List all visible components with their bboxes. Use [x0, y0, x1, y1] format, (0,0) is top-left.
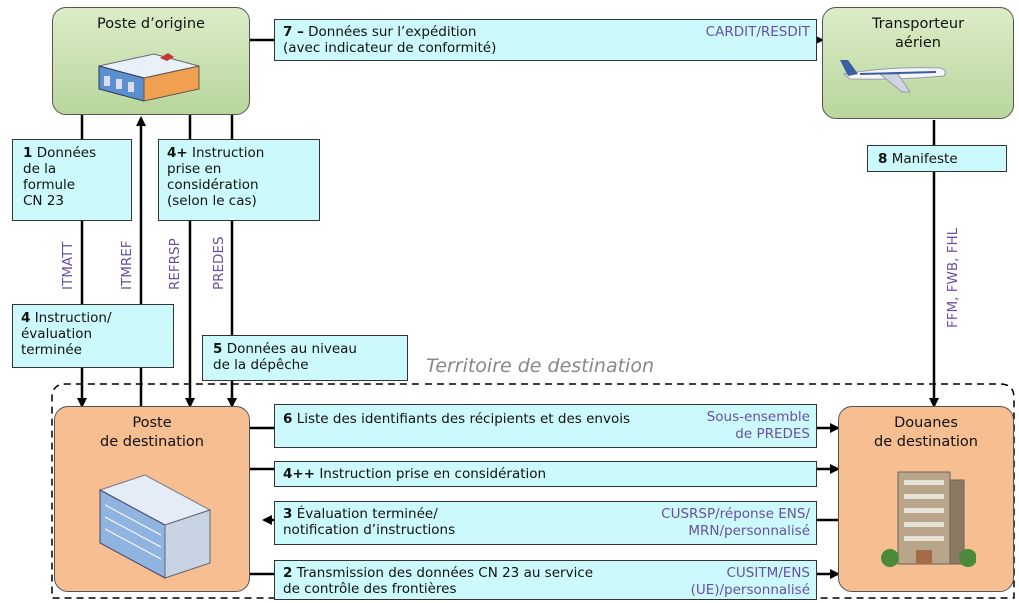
label-itmatt: ITMATT [60, 241, 76, 290]
message-2-text: Transmission des données CN 23 au servic… [283, 565, 594, 597]
message-4plusplus-box: 4++ Instruction prise en considération [274, 461, 817, 487]
message-1-box: 1 Données de la formule CN 23 [12, 139, 132, 221]
message-6-box: 6 Liste des identifiants des récipients … [274, 404, 817, 448]
message-5-number: 5 [213, 341, 223, 357]
message-5-text: Données au niveau de la dépêche [213, 341, 357, 373]
label-predes: PREDES [211, 236, 227, 290]
message-6-text: Liste des identifiants des récipients et… [296, 411, 630, 427]
origin-post-title: Poste d’origine [97, 16, 205, 32]
message-7-box: 7 – Données sur l’expédition (avec indic… [274, 19, 817, 61]
message-4plus-box: 4+ Instruction prise en considération (s… [158, 139, 320, 221]
destination-customs-title: Douanes de destination [874, 415, 978, 450]
message-8-text: Manifeste [891, 151, 958, 167]
message-4-box: 4 Instruction/ évaluation terminée [12, 304, 174, 368]
message-2-box: 2 Transmission des données CN 23 au serv… [274, 560, 817, 600]
message-8-box: 8 Manifeste [867, 145, 1007, 172]
message-1-text: Données de la formule CN 23 [23, 145, 97, 209]
destination-post-title: Poste de destination [100, 415, 204, 450]
customs-building-icon [881, 471, 976, 567]
territory-label: Territoire de destination [426, 355, 654, 377]
message-6-number: 6 [283, 411, 293, 427]
message-5-box: 5 Données au niveau de la dépêche [202, 335, 408, 381]
message-4plusplus-number: 4++ [283, 466, 316, 482]
message-7-number: 7 – [283, 24, 304, 40]
message-6-protocol: Sous-ensemble de PREDES [706, 409, 810, 442]
message-3-number: 3 [283, 506, 293, 522]
destination-office-building-icon [98, 474, 212, 579]
message-4plusplus-text: Instruction prise en considération [319, 466, 547, 482]
label-ffm-fwb-fhl: FFM, FWB, FHL [945, 227, 961, 328]
message-2-number: 2 [283, 565, 293, 581]
message-2-protocol: CUSITM/ENS (UE)/personnalisé [690, 565, 810, 598]
message-4plus-number: 4+ [167, 145, 188, 161]
message-4-text: Instruction/ évaluation terminée [21, 310, 112, 358]
air-carrier-node: Transporteur aérien [822, 7, 1014, 119]
message-4plus-text: Instruction prise en considération (selo… [167, 145, 265, 209]
message-3-protocol: CUSRSP/réponse ENS/ MRN/personnalisé [661, 506, 810, 539]
message-7-text: Données sur l’expédition (avec indicateu… [283, 24, 497, 56]
message-4-number: 4 [21, 310, 31, 326]
message-7-protocol: CARDIT/RESDIT [705, 24, 810, 40]
airplane-icon [840, 60, 946, 93]
message-3-box: 3 Évaluation terminée/ notification d’in… [274, 501, 817, 545]
label-itmref: ITMREF [119, 240, 135, 290]
message-8-number: 8 [878, 151, 888, 167]
label-refrsp: REFRSP [167, 238, 183, 290]
message-1-number: 1 [23, 145, 33, 161]
air-carrier-title: Transporteur aérien [871, 16, 965, 51]
post-office-building-icon [98, 53, 200, 102]
message-3-text: Évaluation terminée/ notification d’inst… [283, 506, 456, 538]
